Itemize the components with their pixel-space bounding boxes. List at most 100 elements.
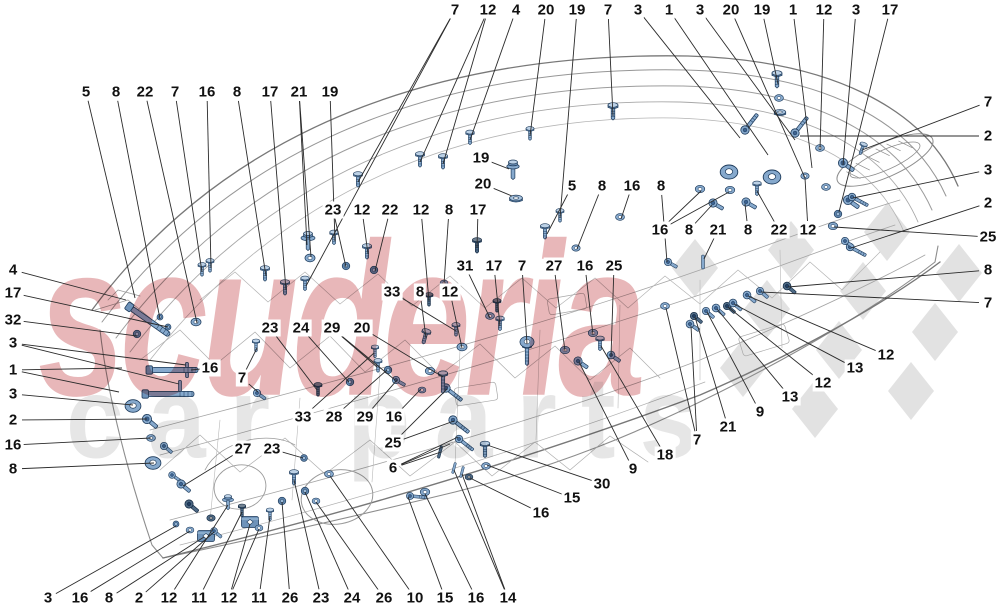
leader-line (443, 218, 449, 285)
callout-label-7: 7 (601, 1, 615, 19)
leader-line (173, 504, 229, 591)
leader-line (248, 383, 259, 393)
callout-label-15: 15 (561, 489, 583, 507)
leader-line (419, 18, 485, 163)
callout-label-8: 8 (6, 460, 20, 478)
leader-line (787, 270, 980, 288)
callout-label-16: 16 (530, 504, 552, 522)
leader-line (667, 191, 730, 227)
callout-label-16: 16 (2, 436, 24, 454)
callout-label-11: 11 (189, 589, 209, 607)
leader-line (374, 218, 389, 272)
leader-line (476, 218, 479, 249)
leader-line (491, 187, 513, 197)
leader-line (21, 367, 123, 371)
leader-line (275, 334, 318, 391)
leader-line (145, 531, 215, 593)
leader-line (704, 17, 796, 141)
leader-line (546, 193, 569, 235)
callout-label-8: 8 (654, 177, 668, 195)
leader-line (451, 300, 463, 349)
callout-label-19: 19 (751, 1, 773, 19)
callout-label-3: 3 (693, 1, 707, 19)
callout-label-7: 7 (168, 83, 182, 101)
leader-line (370, 379, 398, 411)
callout-label-6: 6 (386, 459, 400, 477)
leader-line (607, 18, 614, 117)
leader-line (833, 226, 980, 237)
callout-label-16: 16 (383, 408, 405, 426)
callout-label-20: 20 (351, 319, 373, 337)
leader-line (293, 479, 320, 590)
callout-label-8: 8 (981, 261, 995, 279)
leader-line (280, 451, 304, 459)
checker-diamond (912, 303, 958, 361)
callout-label-7: 7 (235, 369, 249, 387)
callout-label-23: 23 (259, 319, 281, 337)
leader-line (529, 18, 546, 137)
callout-label-8: 8 (741, 221, 755, 239)
callout-label-16: 16 (69, 589, 91, 607)
callout-label-12: 12 (218, 589, 240, 607)
leader-line (716, 308, 785, 391)
leader-line (576, 194, 600, 250)
callout-label-12: 12 (477, 1, 499, 19)
leader-line (665, 307, 696, 432)
leader-line (329, 475, 411, 591)
callout-label-8: 8 (682, 221, 696, 239)
callout-label-13: 13 (844, 359, 866, 377)
callout-label-25: 25 (603, 257, 625, 275)
callout-label-2: 2 (6, 411, 20, 429)
callout-label-3: 3 (631, 1, 645, 19)
leader-line (281, 501, 290, 590)
leader-line (309, 352, 375, 412)
leader-line (87, 100, 136, 299)
callout-label-8: 8 (230, 83, 244, 101)
leader-line (559, 18, 577, 219)
leader-line (620, 194, 630, 220)
leader-line (55, 525, 177, 594)
leader-line (401, 451, 442, 466)
callout-label-19: 19 (470, 149, 492, 167)
callout-label-8: 8 (413, 283, 427, 301)
callout-label-1: 1 (662, 1, 676, 19)
leader-line (175, 100, 203, 273)
leader-line (399, 388, 448, 437)
leader-line (21, 437, 152, 445)
leader-line (838, 18, 889, 213)
callout-label-22: 22 (134, 83, 156, 101)
callout-label-31: 31 (454, 257, 476, 275)
leader-line (819, 18, 825, 151)
callout-label-16: 16 (199, 359, 221, 377)
leader-line (117, 100, 161, 320)
leader-line (401, 420, 455, 441)
callout-label-22: 22 (379, 201, 401, 219)
leader-line (21, 418, 148, 421)
leader-line (850, 205, 980, 249)
leader-line (733, 303, 848, 365)
checker-diamond (744, 280, 790, 338)
callout-label-18: 18 (654, 446, 676, 464)
callout-label-33: 33 (381, 283, 403, 301)
leader-line (21, 271, 127, 301)
leader-line (486, 464, 564, 496)
callout-label-1: 1 (6, 361, 20, 379)
leader-line (270, 100, 287, 291)
callout-label-26: 26 (279, 589, 301, 607)
callout-label-16: 16 (465, 589, 487, 607)
callout-label-8: 8 (109, 83, 123, 101)
callout-label-28: 28 (323, 408, 345, 426)
callout-label-23: 23 (322, 201, 344, 219)
callout-label-7: 7 (690, 431, 704, 449)
callout-label-3: 3 (6, 334, 20, 352)
callout-label-16: 16 (649, 221, 671, 239)
callout-label-17: 17 (467, 201, 489, 219)
callout-label-3: 3 (849, 1, 863, 19)
leader-line (578, 361, 630, 462)
callout-label-13: 13 (779, 388, 801, 406)
leader-line (21, 343, 187, 366)
callout-label-17: 17 (2, 284, 24, 302)
leader-line (842, 18, 856, 166)
